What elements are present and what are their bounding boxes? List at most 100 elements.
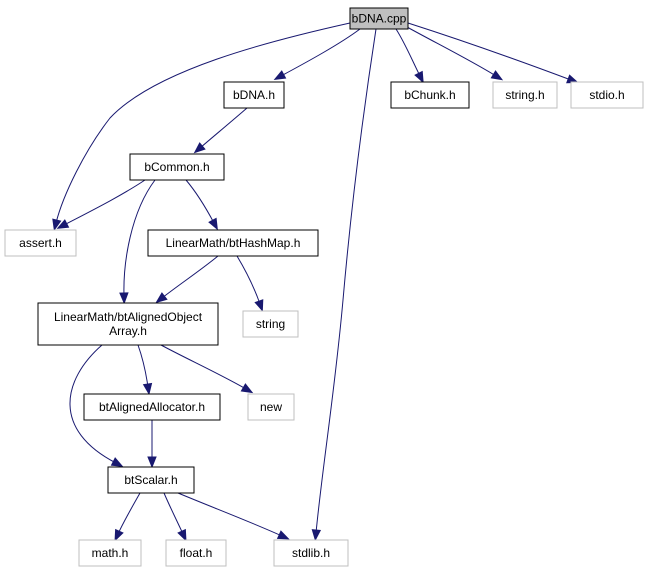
node-box: [107, 466, 195, 494]
arrowhead-icon: [119, 292, 129, 305]
arrowhead-icon: [311, 529, 322, 542]
node-box: [147, 229, 319, 257]
arrowhead-icon: [240, 383, 254, 394]
node-label: stdlib.h: [292, 546, 330, 560]
node-label: string.h: [505, 88, 544, 102]
arrowhead-icon: [52, 218, 62, 232]
edge-btscalar-h-to-stdlib-h: [177, 492, 290, 540]
arrowhead-icon: [276, 530, 290, 540]
arrowhead-icon: [193, 142, 206, 154]
node-stdlib-h: stdlib.h: [273, 539, 349, 567]
edge-line: [137, 344, 149, 388]
edge-line: [395, 28, 421, 77]
edge-line: [236, 255, 261, 305]
arrowhead-icon: [254, 299, 264, 312]
edge-line: [199, 107, 248, 149]
node-box: [570, 81, 644, 109]
node-bcommon-h[interactable]: bCommon.h: [129, 153, 225, 181]
arrowhead-icon: [114, 528, 124, 542]
edge-line: [161, 255, 219, 299]
node-btalignedallocator-h[interactable]: btAlignedAllocator.h: [83, 393, 221, 421]
arrowhead-icon: [208, 217, 218, 231]
edge-btalignedallocator-h-to-btscalar-h: [147, 420, 157, 469]
edge-line: [280, 28, 361, 77]
node-label: Array.h: [109, 324, 147, 338]
node-label: stdio.h: [589, 88, 624, 102]
edge-bdna-cpp-to-assert-h: [52, 22, 351, 232]
nodes-layer: bDNA.cpp bDNA.h bChunk.h string.h stdio.h bCo…: [4, 7, 644, 567]
node-string-h: string.h: [492, 81, 558, 109]
edge-bthashmap-h-to-btalignedobjectarray-h: [155, 255, 219, 304]
node-label: string: [256, 317, 285, 331]
node-box: [242, 310, 299, 338]
node-box: [390, 81, 470, 109]
node-box: [247, 393, 295, 421]
edge-bthashmap-h-to-string: [236, 255, 264, 312]
node-new: new: [247, 393, 295, 421]
node-label: float.h: [180, 546, 213, 560]
edge-line: [406, 26, 497, 77]
node-bchunk-h[interactable]: bChunk.h: [390, 81, 470, 109]
node-label: LinearMath/btAlignedObject: [54, 310, 203, 324]
arrowhead-icon: [147, 456, 157, 469]
edge-line: [185, 179, 215, 224]
edge-bcommon-h-to-bthashmap-h: [185, 179, 218, 231]
node-box: [37, 302, 219, 346]
edge-btscalar-h-to-float-h: [163, 492, 187, 542]
node-btscalar-h[interactable]: btScalar.h: [107, 466, 195, 494]
node-label: bCommon.h: [144, 160, 209, 174]
node-label: new: [260, 400, 282, 414]
node-box: [223, 81, 285, 109]
arrowhead-icon: [155, 292, 168, 304]
node-math-h: math.h: [78, 539, 142, 567]
node-box: [349, 7, 409, 30]
node-box: [4, 229, 77, 257]
edge-bdna-cpp-to-bdna-h: [273, 28, 361, 80]
node-label: math.h: [92, 546, 129, 560]
node-assert-h: assert.h: [4, 229, 77, 257]
edge-line: [163, 492, 184, 535]
edge-bcommon-h-to-assert-h: [56, 179, 146, 229]
edges-layer: [52, 22, 579, 542]
node-label: assert.h: [19, 236, 62, 250]
arrowhead-icon: [110, 457, 124, 467]
arrowhead-icon: [142, 382, 153, 396]
edge-line: [69, 344, 117, 464]
node-string: string: [242, 310, 299, 338]
node-box: [165, 539, 227, 567]
arrowhead-icon: [273, 70, 287, 80]
node-label: bDNA.h: [233, 88, 275, 102]
edge-line: [117, 492, 141, 535]
edge-btalignedobjectarray-h-to-btalignedallocator-h: [137, 344, 153, 396]
node-bdna-cpp[interactable]: bDNA.cpp: [349, 7, 409, 30]
edge-bcommon-h-to-btalignedobjectarray-h: [119, 179, 156, 305]
edge-line: [123, 179, 156, 297]
edge-bdna-h-to-bcommon-h: [193, 107, 248, 154]
edge-line: [177, 492, 283, 537]
edge-line: [160, 344, 247, 390]
node-stdio-h: stdio.h: [570, 81, 644, 109]
arrowhead-icon: [414, 70, 424, 84]
node-label: btScalar.h: [124, 473, 177, 487]
edge-line: [63, 179, 146, 226]
node-box: [273, 539, 349, 567]
node-label: LinearMath/btHashMap.h: [166, 236, 301, 250]
arrowhead-icon: [490, 70, 504, 81]
node-bdna-h[interactable]: bDNA.h: [223, 81, 285, 109]
arrowhead-icon: [56, 219, 70, 229]
edge-line: [55, 22, 351, 224]
node-float-h: float.h: [165, 539, 227, 567]
node-box: [83, 393, 221, 421]
edge-btscalar-h-to-math-h: [114, 492, 141, 542]
edge-bdna-cpp-to-string-h: [406, 26, 504, 81]
edge-line: [315, 28, 377, 534]
edge-line: [407, 22, 572, 81]
edge-bdna-cpp-to-bchunk-h: [395, 28, 424, 84]
edge-btalignedobjectarray-h-to-new: [160, 344, 254, 394]
node-bthashmap-h[interactable]: LinearMath/btHashMap.h: [147, 229, 319, 257]
node-box: [492, 81, 558, 109]
node-box: [129, 153, 225, 181]
arrowhead-icon: [177, 528, 187, 542]
